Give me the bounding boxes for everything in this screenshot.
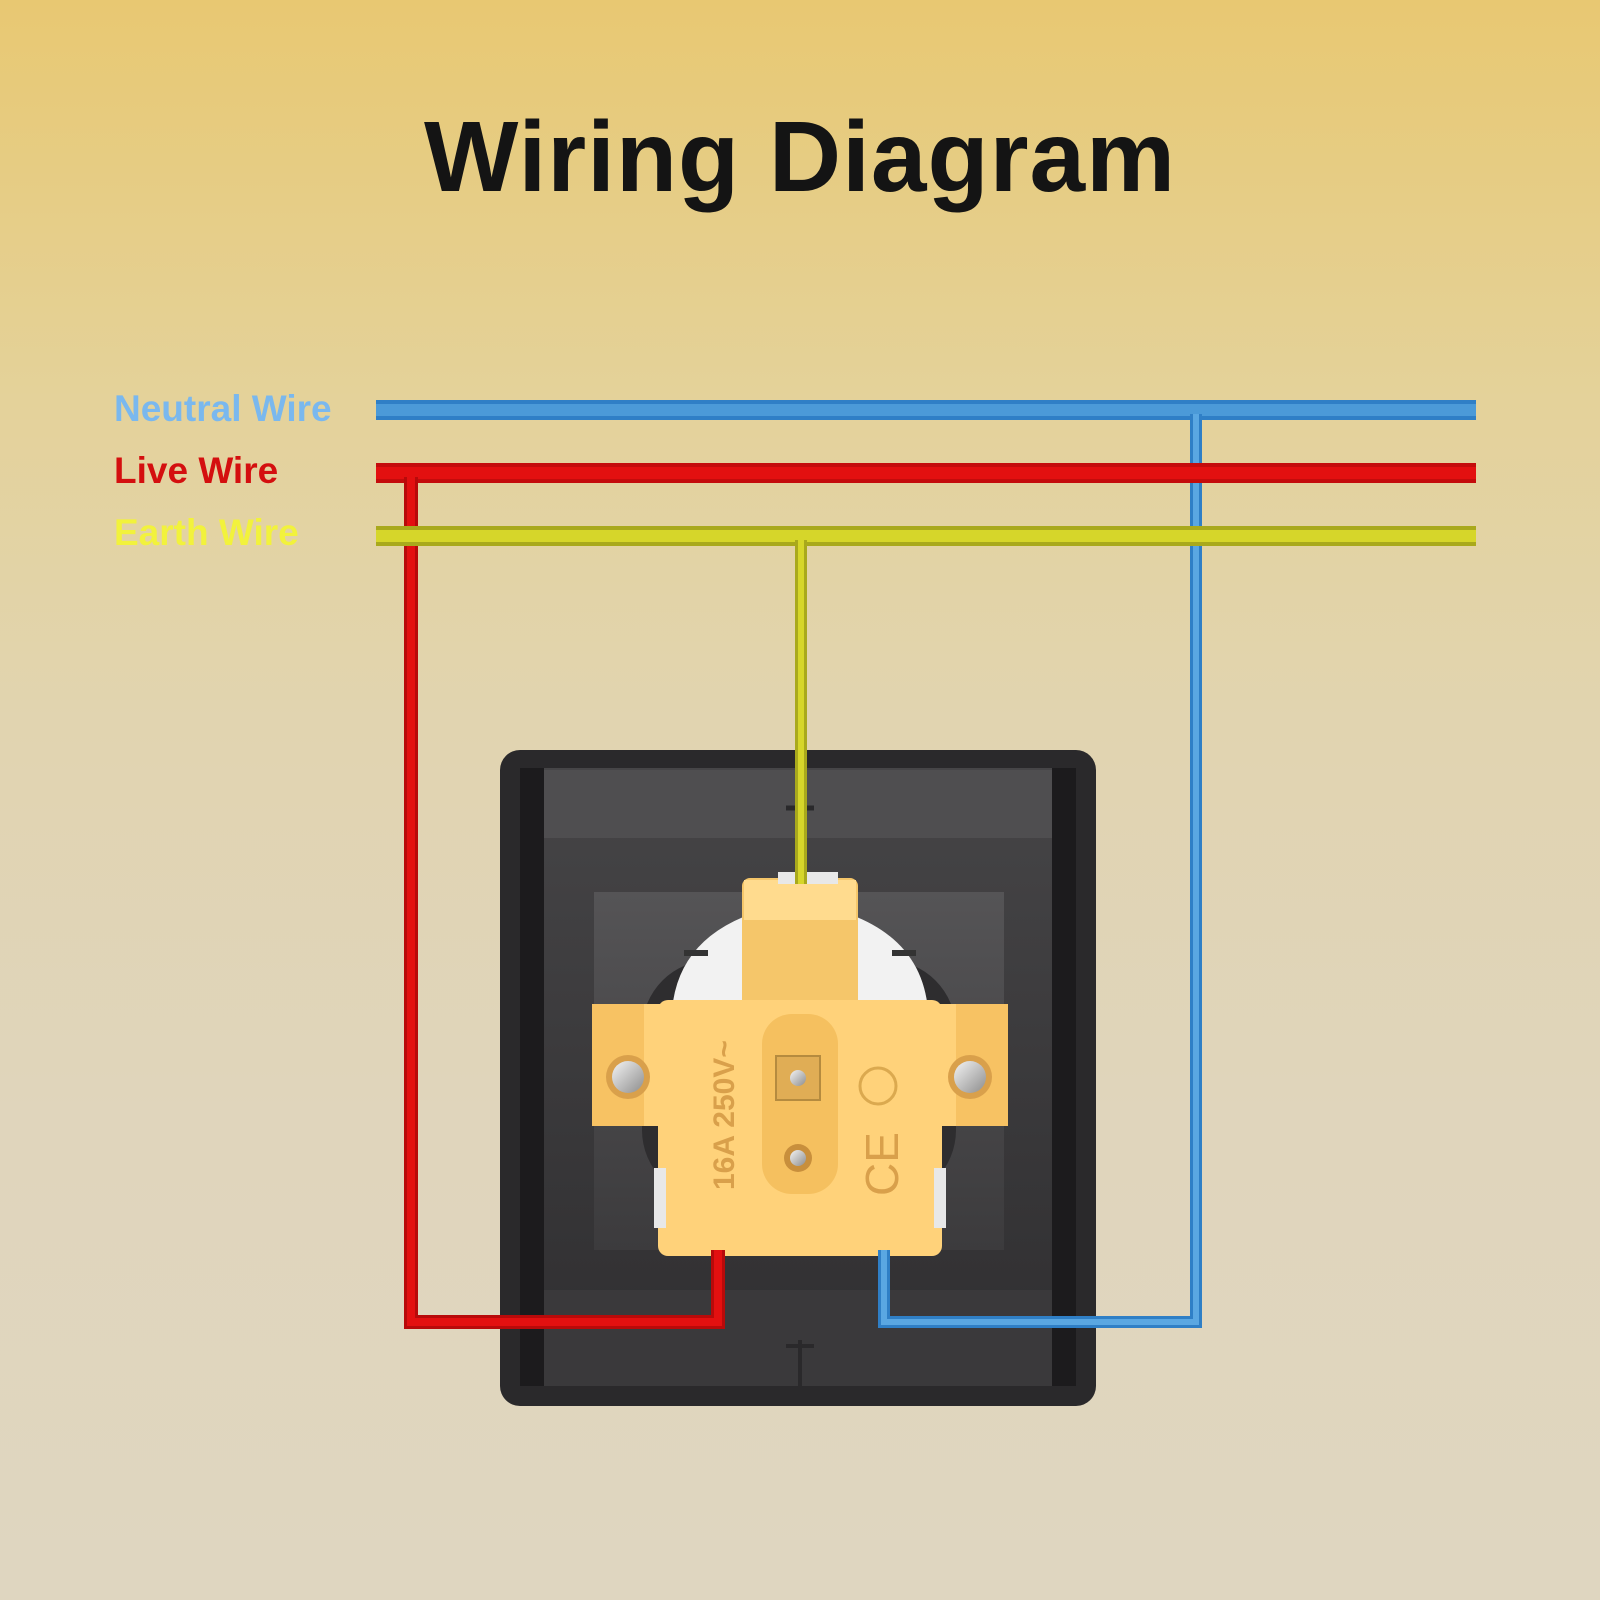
earth-wire-label: Earth Wire <box>114 512 299 553</box>
live-wire-label: Live Wire <box>114 450 279 491</box>
ce-mark: CE <box>856 1132 908 1196</box>
live-wire <box>376 463 1476 1329</box>
neutral-wire-label: Neutral Wire <box>114 388 332 429</box>
neutral-wire <box>376 400 1476 1328</box>
terminal-block: 16A 250V~ CE <box>592 872 1008 1256</box>
diagram-title: Wiring Diagram <box>423 101 1177 213</box>
rating-text: 16A 250V~ <box>708 1040 741 1190</box>
earth-wire <box>376 526 1476 884</box>
